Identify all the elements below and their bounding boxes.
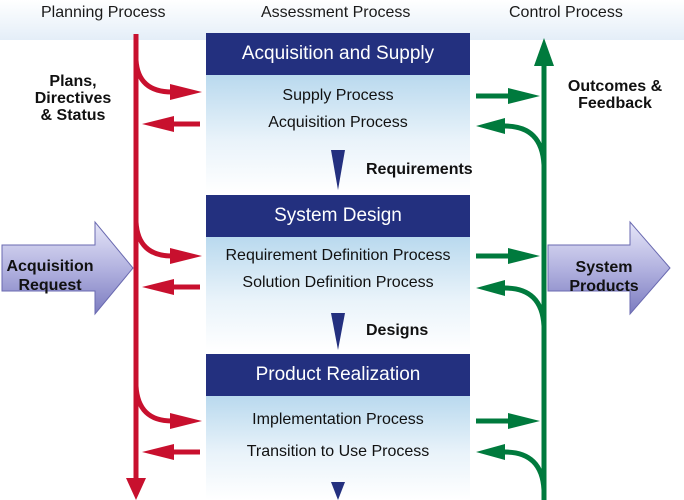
planning-process-header: Planning Process <box>41 4 166 21</box>
assessment-process-header: Assessment Process <box>261 4 411 21</box>
plan-arrow-requirement <box>170 248 202 264</box>
control-process-header: Control Process <box>509 4 623 21</box>
status-arrow-solution <box>142 279 174 295</box>
status-arrow-acquisition <box>142 116 174 132</box>
transition-to-use-process: Transition to Use Process <box>246 443 430 460</box>
acquisition-request-arrow <box>1 220 134 316</box>
requirements-label: Requirements <box>366 161 473 178</box>
status-arrow-transition <box>142 444 174 460</box>
designs-label: Designs <box>366 322 429 339</box>
outcome-arrow-requirement <box>508 248 540 264</box>
planning-line-down-arrowhead <box>126 478 146 500</box>
acquisition-process: Acquisition Process <box>268 114 408 131</box>
acquisition-supply-title: Acquisition and Supply <box>206 33 470 75</box>
feedback-arrow-solution <box>476 280 505 296</box>
system-products-arrow <box>547 220 671 316</box>
designs-flow-arrow <box>331 313 345 350</box>
requirements-flow-arrow <box>331 150 345 190</box>
solution-definition-process: Solution Definition Process <box>242 274 434 291</box>
system-products-label: System Products <box>569 259 639 295</box>
requirement-definition-process: Requirement Definition Process <box>225 247 451 264</box>
plan-arrow-implementation <box>170 413 202 429</box>
implementation-process: Implementation Process <box>252 411 424 428</box>
acquisition-request-label: Acquisition Request <box>6 258 94 294</box>
outcome-arrow-implementation <box>508 413 540 429</box>
outcomes-feedback-label: Outcomes & Feedback <box>567 78 663 112</box>
plans-directives-status-label: Plans, Directives & Status <box>34 73 112 124</box>
planning-line <box>133 34 200 480</box>
supply-process: Supply Process <box>282 87 394 104</box>
feedback-arrow-acquisition <box>476 118 505 134</box>
plan-arrow-supply <box>170 84 202 100</box>
next-flow-arrow <box>331 482 345 500</box>
system-design-title: System Design <box>206 195 470 237</box>
outcome-arrow-supply <box>508 88 540 104</box>
product-realization-title: Product Realization <box>206 354 470 396</box>
control-line-up-arrowhead <box>534 38 554 66</box>
feedback-arrow-transition <box>476 444 505 460</box>
